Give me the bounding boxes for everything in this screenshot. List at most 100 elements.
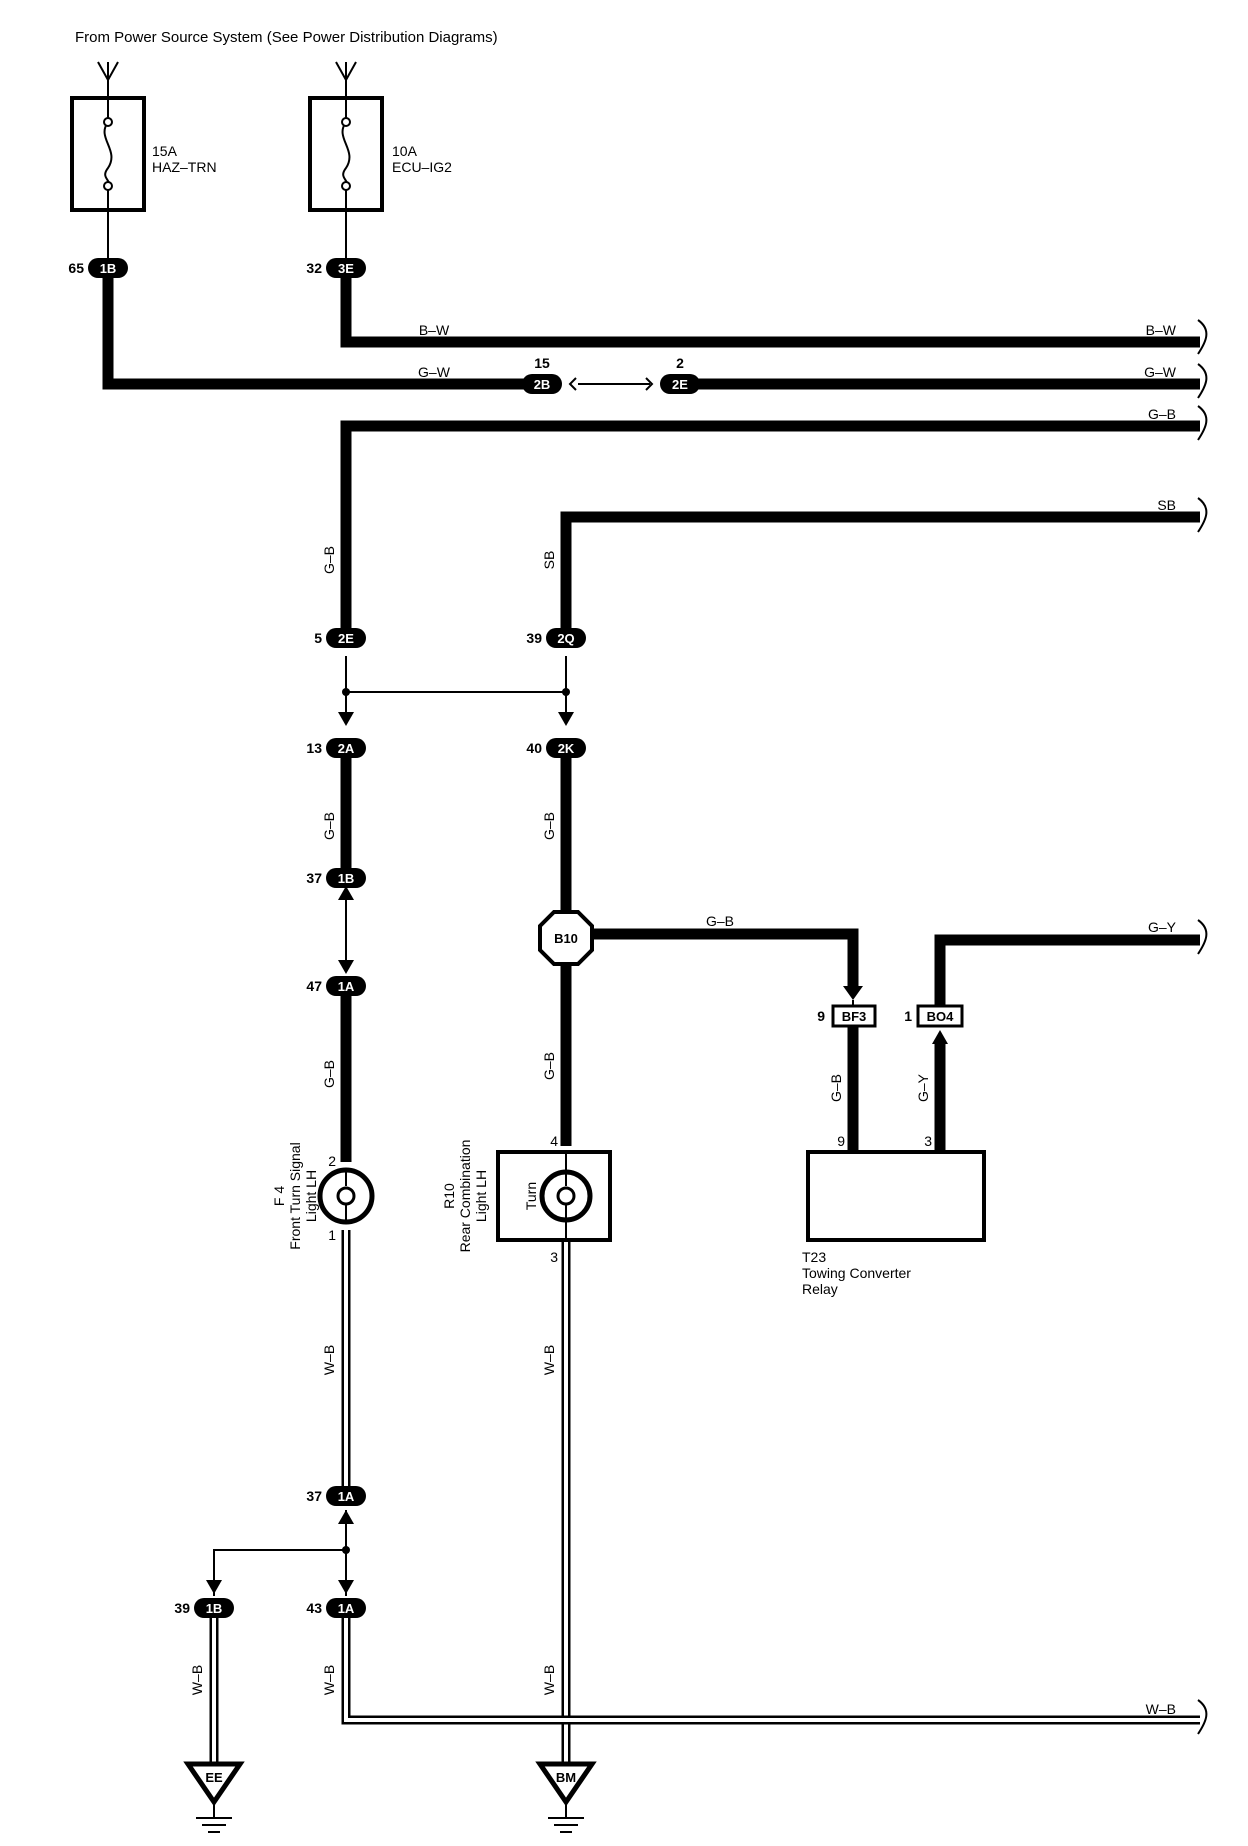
t23-id: T23 [802, 1249, 826, 1265]
svg-text:39: 39 [526, 630, 542, 646]
svg-text:2Q: 2Q [557, 631, 574, 646]
svg-text:2A: 2A [338, 741, 355, 756]
fuse-haz-trn [70, 96, 146, 212]
r10-inner: Turn [523, 1182, 539, 1210]
thin-links [213, 377, 854, 1596]
svg-text:BM: BM [556, 1770, 576, 1785]
wire-label-gb-v3: G–B [541, 812, 557, 840]
wire-label-gy-v: G–Y [915, 1073, 931, 1102]
lamp-f4 [317, 1167, 375, 1225]
header-title: From Power Source System (See Power Dist… [75, 29, 498, 46]
wire-label-gw-left: G–W [418, 364, 451, 380]
svg-text:BO4: BO4 [927, 1009, 955, 1024]
wire-label-gb-b10: G–B [706, 913, 734, 929]
wire-label-gb-v5: G–B [541, 1052, 557, 1080]
f4-pin-top: 2 [328, 1153, 336, 1169]
svg-text:5: 5 [314, 630, 322, 646]
relay-t23 [806, 1150, 986, 1242]
wire-label-wb-right: W–B [1146, 1701, 1176, 1717]
connector-3e: 3E 32 [306, 258, 366, 278]
connector-2q: 2Q 39 [526, 628, 586, 648]
connector-2e-top: 2E 2 [660, 355, 700, 394]
feed-arrow-1 [97, 61, 119, 98]
svg-text:EE: EE [205, 1770, 223, 1785]
svg-text:39: 39 [174, 1600, 190, 1616]
fuse-ecu-ig2 [308, 96, 384, 212]
wire-label-wb-v3: W–B [189, 1665, 205, 1695]
svg-text:1A: 1A [338, 979, 355, 994]
svg-text:1A: 1A [338, 1601, 355, 1616]
svg-text:1B: 1B [100, 261, 117, 276]
wire-label-gb-v1: G–B [321, 546, 337, 574]
wire-label-wb-v1: W–B [321, 1345, 337, 1375]
f4-id: F 4 [271, 1186, 287, 1206]
connector-1b-mid: 1B 37 [306, 868, 366, 888]
svg-text:40: 40 [526, 740, 542, 756]
t23-pin-left: 9 [837, 1133, 845, 1149]
junction-b10: B10 [538, 910, 594, 966]
svg-text:9: 9 [817, 1008, 825, 1024]
fuse1-rating: 15A [152, 143, 178, 159]
f4-line2: Light LH [303, 1170, 319, 1222]
svg-text:37: 37 [306, 1488, 322, 1504]
wire-label-wb-v4: W–B [321, 1665, 337, 1695]
connector-1b-bottom: 1B 39 [174, 1598, 234, 1618]
ground-ee: EE [183, 1761, 245, 1833]
connector-2e: 2E 5 [314, 628, 366, 648]
svg-text:1B: 1B [338, 871, 355, 886]
wire-label-bw-left: B–W [419, 322, 450, 338]
fuse2-rating: 10A [392, 143, 418, 159]
svg-text:65: 65 [68, 260, 84, 276]
wire-label-gb-v6: G–B [828, 1074, 844, 1102]
r10-line2: Light LH [473, 1170, 489, 1222]
r10-id: R10 [441, 1183, 457, 1209]
t23-pin-right: 3 [924, 1133, 932, 1149]
feed-arrow-2 [335, 61, 357, 98]
chevrons [206, 712, 948, 1594]
f4-pin-bottom: 1 [328, 1227, 336, 1243]
wire-label-gb-v4: G–B [321, 1060, 337, 1088]
svg-text:13: 13 [306, 740, 322, 756]
svg-text:1A: 1A [338, 1489, 355, 1504]
wb-wires [209, 1230, 1200, 1764]
relay-connector-bf3: BF3 9 [817, 1004, 877, 1028]
svg-text:2: 2 [676, 355, 684, 371]
svg-text:15: 15 [534, 355, 550, 371]
connector-1a-47: 1A 47 [306, 976, 366, 996]
fuse1-name: HAZ–TRN [152, 159, 217, 175]
r10-pin-top: 4 [550, 1133, 558, 1149]
wire-label-gb-v2: G–B [321, 812, 337, 840]
connector-1b-top: 1B 65 [68, 258, 128, 278]
continuation-marks [1197, 319, 1208, 1735]
svg-text:B10: B10 [554, 931, 578, 946]
wire-label-gy-right: G–Y [1148, 919, 1177, 935]
svg-text:1: 1 [904, 1008, 912, 1024]
svg-text:47: 47 [306, 978, 322, 994]
connector-1a-37: 1A 37 [306, 1486, 366, 1506]
relay-connector-bo4: BO4 1 [904, 1004, 964, 1028]
t23-line1: Towing Converter [802, 1265, 911, 1281]
wire-label-gb-right: G–B [1148, 406, 1176, 422]
r10-line1: Rear Combination [457, 1140, 473, 1253]
r10-pin-bottom: 3 [550, 1249, 558, 1265]
svg-text:BF3: BF3 [842, 1009, 867, 1024]
f4-line1: Front Turn Signal [287, 1142, 303, 1249]
svg-text:2E: 2E [338, 631, 354, 646]
lamp-r10 [496, 1150, 612, 1242]
svg-text:32: 32 [306, 260, 322, 276]
wire-label-gw-right: G–W [1144, 364, 1177, 380]
svg-text:43: 43 [306, 1600, 322, 1616]
connector-1a-43: 1A 43 [306, 1598, 366, 1618]
wire-label-sb-v: SB [541, 551, 557, 570]
ground-bm: BM [535, 1761, 597, 1833]
svg-text:1B: 1B [206, 1601, 223, 1616]
wire-label-wb-v2: W–B [541, 1345, 557, 1375]
wire-label-wb-v5: W–B [541, 1665, 557, 1695]
connector-2b: 2B 15 [522, 355, 562, 394]
thick-wires [102, 210, 1200, 1162]
connector-2k: 2K 40 [526, 738, 586, 758]
connector-2a: 2A 13 [306, 738, 366, 758]
svg-text:3E: 3E [338, 261, 354, 276]
wire-label-bw-right: B–W [1146, 322, 1177, 338]
